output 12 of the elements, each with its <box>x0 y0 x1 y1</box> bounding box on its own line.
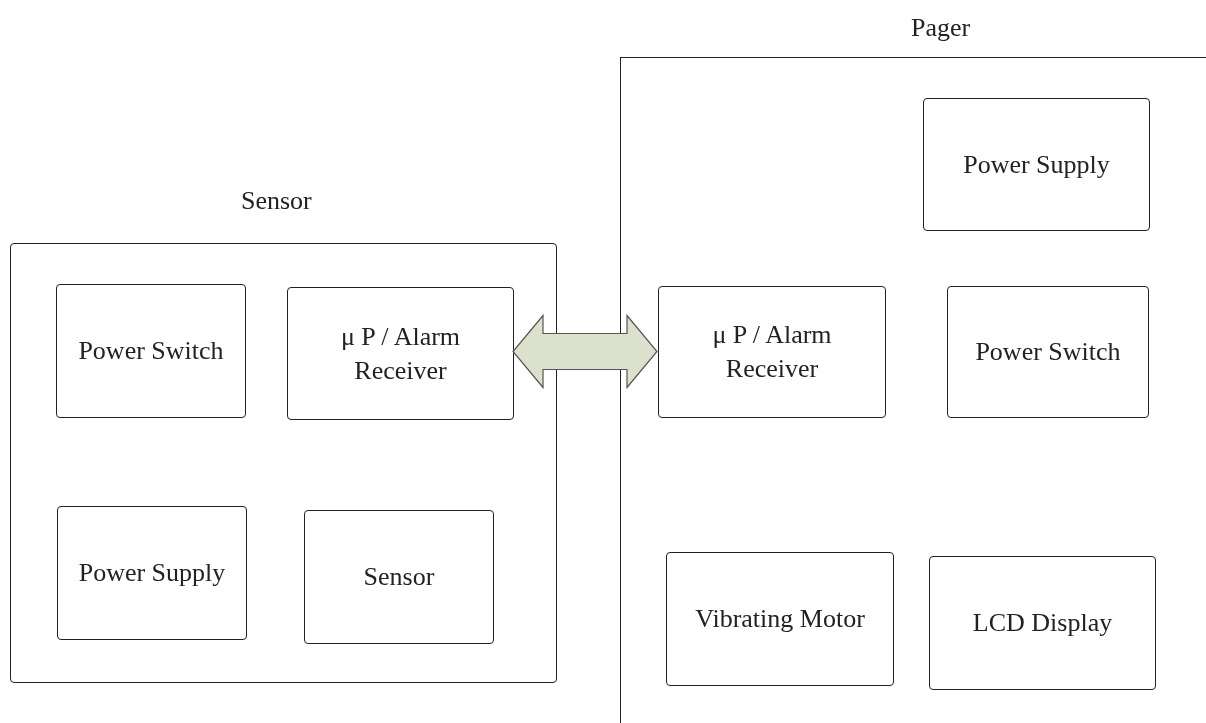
component-box: μ P / Alarm Receiver <box>658 286 886 418</box>
component-box: μ P / Alarm Receiver <box>287 287 514 420</box>
component-box: Vibrating Motor <box>666 552 894 686</box>
double-block-arrow <box>512 313 658 390</box>
component-box: Sensor <box>304 510 494 644</box>
component-box: Power Supply <box>57 506 247 640</box>
component-box: Power Switch <box>947 286 1149 418</box>
component-box: Power Supply <box>923 98 1150 231</box>
component-box: LCD Display <box>929 556 1156 690</box>
component-box: Power Switch <box>56 284 246 418</box>
group-title: Sensor <box>241 185 312 217</box>
group-title: Pager <box>911 12 971 44</box>
